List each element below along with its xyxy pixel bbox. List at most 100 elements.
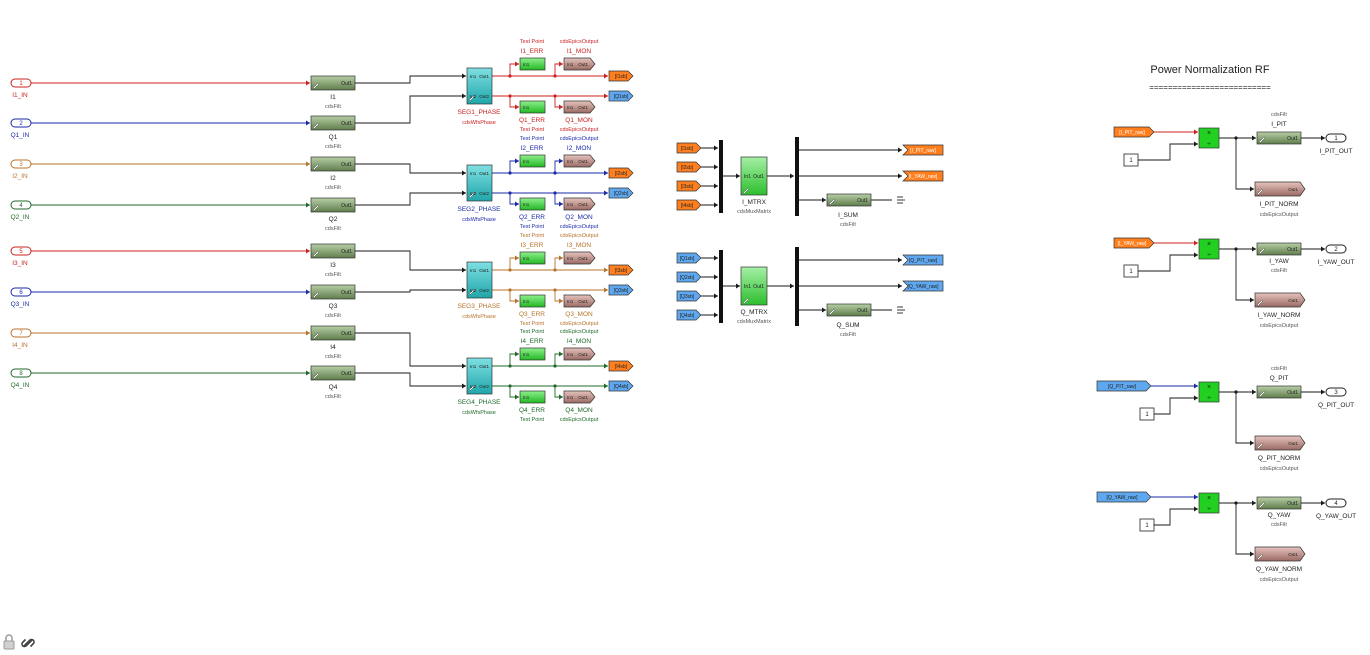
from-tag[interactable] — [676, 309, 702, 321]
link-icon[interactable] — [21, 638, 35, 648]
sum-block-I_SUM[interactable] — [826, 193, 872, 207]
test-point-block[interactable] — [519, 100, 546, 114]
filter-block-Q4[interactable] — [310, 365, 356, 381]
from-tag[interactable] — [1113, 237, 1155, 249]
from-tag[interactable] — [676, 271, 702, 283]
port-out-label: Out1 — [341, 81, 352, 87]
inport-number: 4 — [19, 203, 23, 209]
edit-icon — [312, 250, 320, 258]
inport[interactable] — [10, 246, 32, 256]
filter-block-Q2[interactable] — [310, 197, 356, 213]
sum-block-Q_SUM[interactable] — [826, 303, 872, 317]
norm-filter-I_PIT[interactable] — [1256, 131, 1302, 145]
lock-link-icons[interactable] — [2, 634, 42, 650]
goto-tag[interactable] — [902, 144, 944, 156]
goto-tag[interactable] — [608, 380, 634, 392]
constant-block[interactable] — [1123, 153, 1139, 167]
from-label: [I_PIT_raw] — [1119, 130, 1145, 136]
norm-filter-Q_PIT[interactable] — [1256, 385, 1302, 399]
goto-tag[interactable] — [608, 360, 634, 372]
filter-block-I2[interactable] — [310, 156, 356, 172]
norm-filter-Q_YAW[interactable] — [1256, 496, 1302, 510]
from-tag[interactable] — [676, 161, 702, 173]
epics-output-block[interactable] — [563, 390, 596, 404]
product-block[interactable] — [1198, 381, 1220, 403]
arrowhead — [1321, 389, 1325, 395]
constant-block[interactable] — [1139, 407, 1155, 421]
filter-block-I4[interactable] — [310, 325, 356, 341]
product-block[interactable] — [1198, 492, 1220, 514]
test-point-block[interactable] — [519, 197, 546, 211]
from-tag[interactable] — [1096, 380, 1152, 392]
norm-filter-I_YAW[interactable] — [1256, 242, 1302, 256]
norm-epics-block[interactable] — [1254, 435, 1306, 451]
inport[interactable] — [10, 78, 32, 88]
goto-tag[interactable] — [608, 187, 634, 199]
test-point-block[interactable] — [519, 57, 546, 71]
norm-epics-block[interactable] — [1254, 292, 1306, 308]
lock-icon[interactable] — [3, 634, 15, 650]
goto-tag[interactable] — [608, 284, 634, 296]
from-tag[interactable] — [676, 180, 702, 192]
tp-branch — [509, 257, 519, 270]
arrowhead — [559, 298, 563, 304]
product-block[interactable] — [1198, 127, 1220, 149]
outport[interactable] — [1325, 387, 1347, 397]
inport[interactable] — [10, 287, 32, 297]
goto-label: [I_YAW_raw] — [909, 174, 938, 180]
matrix-block-Q_MTRX[interactable] — [740, 266, 768, 306]
from-tag[interactable] — [676, 142, 702, 154]
port-label: Out1 — [479, 364, 489, 369]
inport[interactable] — [10, 368, 32, 378]
goto-tag[interactable] — [608, 264, 634, 276]
test-point-block[interactable] — [519, 347, 546, 361]
goto-label: [I4sb] — [615, 364, 628, 370]
product-block[interactable] — [1198, 238, 1220, 260]
filter-lib: cdsFilt — [325, 313, 341, 319]
arrowhead — [559, 158, 563, 164]
port-label: In1 — [523, 105, 530, 110]
norm-epics-block[interactable] — [1254, 181, 1306, 197]
from-tag[interactable] — [676, 199, 702, 211]
epics-output-block[interactable] — [563, 197, 596, 211]
from-tag[interactable] — [1096, 491, 1152, 503]
goto-tag[interactable] — [608, 167, 634, 179]
epics-output-block[interactable] — [563, 100, 596, 114]
outport[interactable] — [1325, 244, 1347, 254]
goto-tag[interactable] — [902, 170, 944, 182]
constant-block[interactable] — [1139, 518, 1155, 532]
test-point-block[interactable] — [519, 390, 546, 404]
test-point-block[interactable] — [519, 154, 546, 168]
from-tag[interactable] — [1113, 126, 1155, 138]
test-point-block[interactable] — [519, 251, 546, 265]
filter-block-I1[interactable] — [310, 75, 356, 91]
epics-output-block[interactable] — [563, 294, 596, 308]
goto-tag[interactable] — [902, 254, 944, 266]
epics-output-block[interactable] — [563, 57, 596, 71]
goto-tag[interactable] — [902, 280, 944, 292]
outport[interactable] — [1325, 498, 1347, 508]
caption: Test Point — [520, 417, 545, 423]
phase-lib: cdsWfsPhase — [462, 410, 496, 416]
matrix-block-I_MTRX[interactable] — [740, 156, 768, 196]
from-tag[interactable] — [676, 252, 702, 264]
inport[interactable] — [10, 200, 32, 210]
epics-output-block[interactable] — [563, 347, 596, 361]
goto-tag[interactable] — [608, 70, 634, 82]
epics-output-block[interactable] — [563, 251, 596, 265]
filter-block-Q1[interactable] — [310, 115, 356, 131]
epics-output-block[interactable] — [563, 154, 596, 168]
filter-block-I3[interactable] — [310, 243, 356, 259]
from-tag[interactable] — [676, 290, 702, 302]
outport[interactable] — [1325, 133, 1347, 143]
inport[interactable] — [10, 328, 32, 338]
filter-name: Q2 — [329, 216, 338, 223]
constant-block[interactable] — [1123, 264, 1139, 278]
port-label: In1 — [523, 159, 530, 164]
inport[interactable] — [10, 118, 32, 128]
goto-tag[interactable] — [608, 90, 634, 102]
inport[interactable] — [10, 159, 32, 169]
filter-block-Q3[interactable] — [310, 284, 356, 300]
test-point-block[interactable] — [519, 294, 546, 308]
norm-epics-block[interactable] — [1254, 546, 1306, 562]
